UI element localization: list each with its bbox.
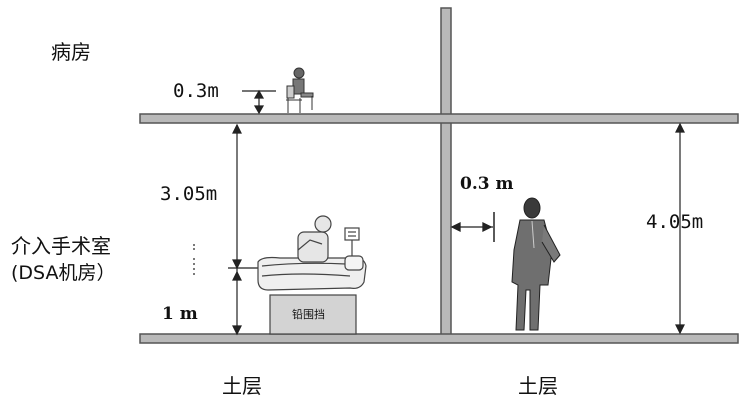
standing-person-figure: [511, 197, 561, 331]
lead-shield-label: 铅围挡: [292, 308, 325, 321]
room-label-line2: (DSA机房）: [11, 262, 116, 284]
upper-floor-slab: [139, 113, 739, 124]
wall-distance-dimension: [450, 212, 495, 242]
right-floor-height-dimension: [675, 122, 685, 335]
seated-person-figure: [286, 67, 314, 113]
wall-distance-label: 0.3 m: [460, 174, 514, 194]
lower-floor-slab: [139, 333, 739, 344]
ward-label: 病房: [51, 40, 91, 64]
ward-height-label: 0.3m: [173, 80, 219, 102]
soil-label-left: 土层: [222, 374, 262, 398]
room-label-line1: 介入手术室: [11, 234, 111, 258]
vertical-wall: [440, 7, 452, 342]
table-height-label: 1 m: [162, 304, 198, 324]
soil-label-right: 土层: [518, 374, 558, 398]
ward-height-dimension: [242, 89, 276, 115]
operating-table-figure: [257, 215, 367, 335]
left-floor-height-label: 3.05m: [160, 183, 218, 205]
left-floor-height-dimension: [193, 123, 258, 336]
right-floor-height-label: 4.05m: [646, 211, 704, 233]
